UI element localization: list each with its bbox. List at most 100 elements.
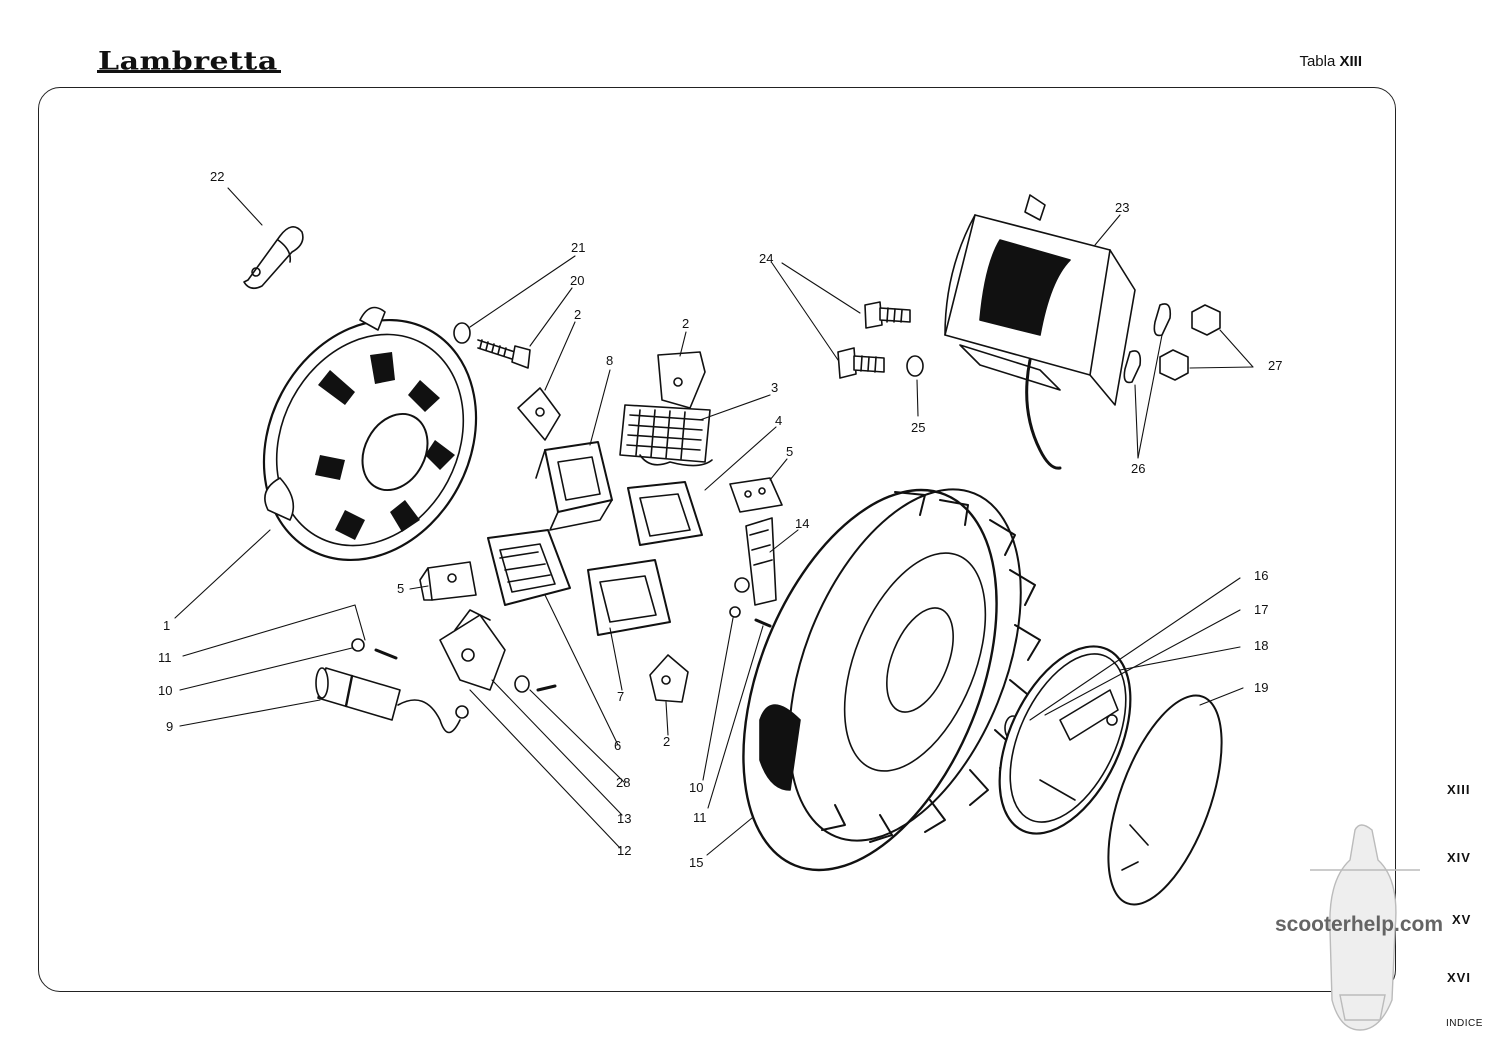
part-6-coil-core [487,529,571,606]
leader-19 [1199,687,1244,706]
callout-23: 23 [1115,200,1129,215]
part-10-lock-washer [351,638,365,652]
callout-13: 13 [617,811,631,826]
leader-25 [916,379,919,417]
callout-16: 16 [1254,568,1268,583]
callout-15: 15 [689,855,703,870]
leader-7 [609,627,623,691]
callout-5a: 5 [786,444,793,459]
callout-18: 18 [1254,638,1268,653]
part-22-clip [243,226,304,290]
callout-9: 9 [166,719,173,734]
part-2-bracket-top [657,351,706,409]
nav-plate-xv[interactable]: XV [1452,912,1472,927]
callout-22: 22 [210,169,224,184]
part-7-coil-core [587,559,671,636]
part-10-nut [729,606,741,618]
part-23-ignition-coil [944,194,1136,470]
part-15-flywheel [742,488,1041,872]
leader-3 [699,394,771,421]
callout-11b: 11 [693,810,707,825]
leader-18 [1119,646,1241,671]
leader-17 [1044,609,1241,716]
leader-10a [179,647,353,691]
part-5-block-left [419,561,477,601]
leader-26a [1137,334,1163,459]
callout-20: 20 [570,273,584,288]
callout-3: 3 [771,380,778,395]
leader-26b [1134,384,1139,459]
leader-5b [409,585,429,590]
leader-16 [1029,577,1241,721]
leader-27a [1219,329,1254,368]
plate-prefix: Tabla [1299,53,1336,70]
callout-17: 17 [1254,602,1268,617]
leader-5a [769,458,788,481]
leader-20 [529,287,573,347]
leader-2a [544,321,576,391]
part-14-breaker-strip [734,517,777,606]
callout-2a: 2 [574,307,581,322]
part-8-coil-core [535,441,613,531]
leader-8 [589,369,611,446]
callout-19: 19 [1254,680,1268,695]
leader-11b [707,625,764,809]
part-1-stator-plate [262,306,478,562]
leader-13 [491,679,623,816]
part-28-washer [514,675,530,693]
leader-2b [679,331,687,357]
callout-2c: 2 [663,734,670,749]
leader-1 [174,529,271,619]
nav-plate-xiv[interactable]: XIV [1447,850,1471,865]
leader-9 [179,699,321,727]
callout-10a: 10 [158,683,172,698]
leader-14 [769,529,799,553]
leader-27b [1189,366,1254,369]
part-25-washer [906,355,924,377]
part-26-washer-lower [1123,350,1142,384]
leader-12 [469,689,621,849]
part-2-bracket-left [517,387,561,441]
part-26-washer-upper [1153,303,1172,337]
part-11-screw-left [374,648,398,660]
leader-2c [665,701,669,736]
leader-23 [1094,214,1121,246]
part-20-bolt [477,339,531,369]
part-5-block-right [729,477,783,513]
diagram-frame [38,87,1396,992]
part-28-screw [536,684,557,692]
leader-11a [182,604,366,657]
nav-plate-xvi[interactable]: XVI [1447,970,1471,985]
callout-6: 6 [614,738,621,753]
part-19-circlip [1107,694,1223,906]
part-9-condenser [315,667,469,734]
part-27-nut-lower [1159,349,1189,381]
callout-5b: 5 [397,581,404,596]
part-13-bracket [439,609,506,691]
leader-6 [544,594,619,746]
callout-11a: 11 [158,650,172,665]
callout-2b: 2 [682,316,689,331]
callout-10b: 10 [689,780,703,795]
leader-10b [702,617,734,781]
part-27-nut-upper [1191,304,1221,336]
callout-25: 25 [911,420,925,435]
callout-8: 8 [606,353,613,368]
logo-underline [97,70,281,73]
callout-28: 28 [616,775,630,790]
part-3-coil [619,404,713,467]
callout-4: 4 [775,413,782,428]
plate-title: Tabla XIII [1299,53,1362,70]
callout-27: 27 [1268,358,1282,373]
callout-1: 1 [163,618,170,633]
part-24-bolt-upper [864,301,911,329]
callout-14: 14 [795,516,809,531]
nav-plate-xiii[interactable]: XIII [1447,782,1471,797]
nav-index[interactable]: INDICE [1446,1018,1483,1029]
callout-26: 26 [1131,461,1145,476]
part-11-screw [754,618,772,628]
leader-4 [704,426,777,491]
leader-15 [706,817,753,856]
leader-22 [227,187,263,226]
